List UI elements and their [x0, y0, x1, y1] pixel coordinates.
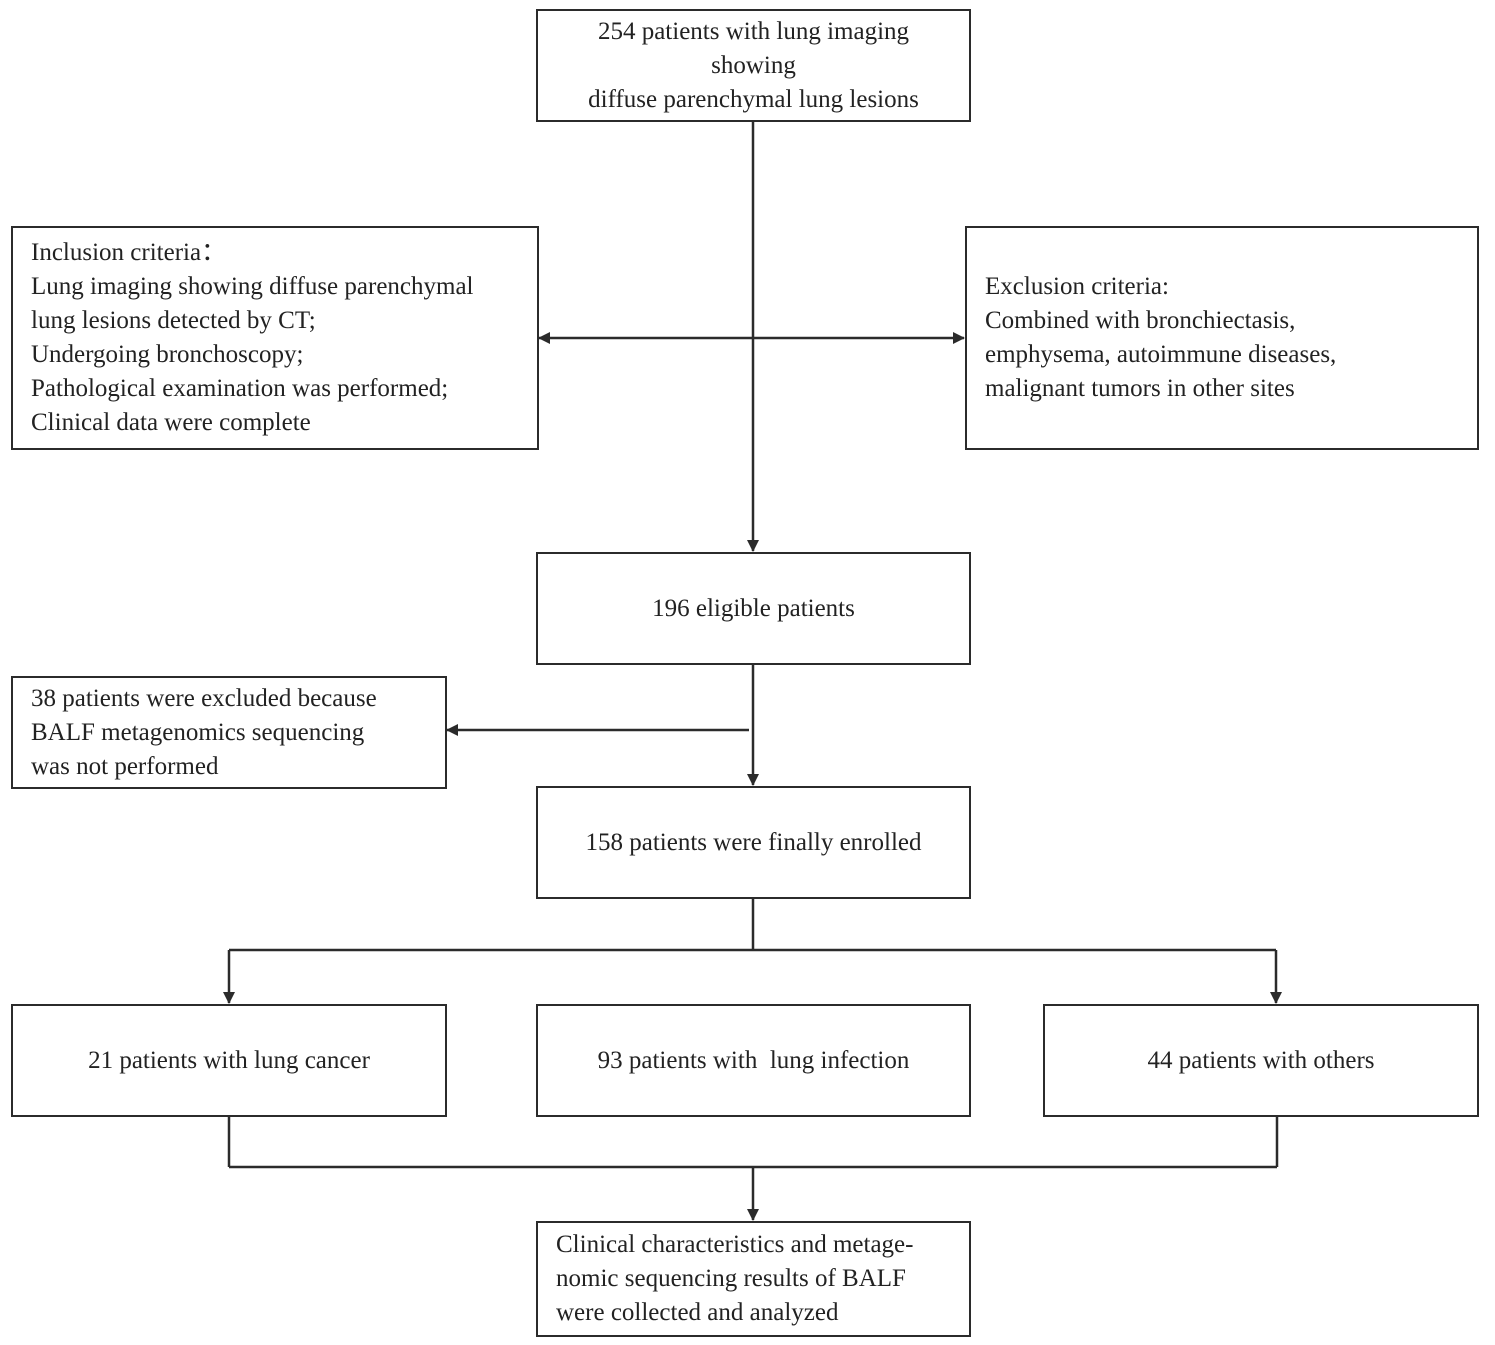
- start-box: 254 patients with lung imaging showing d…: [536, 9, 971, 122]
- exclusion-line-2: Combined with bronchiectasis,: [985, 307, 1296, 334]
- inclusion-criteria-box: Inclusion criteria： Lung imaging showing…: [11, 226, 539, 450]
- enrolled-box: 158 patients were finally enrolled: [536, 786, 971, 899]
- enrolled-line-1: 158 patients were finally enrolled: [585, 828, 922, 856]
- final-analysis-box: Clinical characteristics and metage- nom…: [536, 1221, 971, 1337]
- others-box: 44 patients with others: [1043, 1004, 1479, 1117]
- inclusion-line-3: lung lesions detected by CT;: [31, 307, 316, 334]
- lung-cancer-box: 21 patients with lung cancer: [11, 1004, 447, 1117]
- exclusion-line-3: emphysema, autoimmune diseases,: [985, 341, 1337, 368]
- eligible-line-1: 196 eligible patients: [652, 594, 855, 622]
- inclusion-line-5: Pathological examination was performed;: [31, 375, 449, 402]
- cancer-line-1: 21 patients with lung cancer: [88, 1046, 370, 1074]
- inclusion-line-2: Lung imaging showing diffuse parenchymal: [31, 273, 474, 300]
- excluded-line-2: BALF metagenomics sequencing: [31, 718, 365, 746]
- exclusion-criteria-box: Exclusion criteria: Combined with bronch…: [965, 226, 1479, 450]
- excluded-line-3: was not performed: [31, 752, 219, 780]
- eligible-box: 196 eligible patients: [536, 552, 971, 665]
- inclusion-line-4: Undergoing bronchoscopy;: [31, 341, 304, 368]
- exclusion-line-4: malignant tumors in other sites: [985, 375, 1295, 402]
- exclusion-line-1: Exclusion criteria:: [985, 273, 1169, 300]
- final-line-1: Clinical characteristics and metage-: [556, 1231, 914, 1258]
- infection-line-1: 93 patients with lung infection: [597, 1046, 910, 1074]
- start-line-1: 254 patients with lung imaging: [597, 17, 910, 45]
- excluded-box: 38 patients were excluded because BALF m…: [11, 676, 447, 789]
- lung-infection-box: 93 patients with lung infection: [536, 1004, 971, 1117]
- final-line-2: nomic sequencing results of BALF: [556, 1265, 906, 1292]
- others-line-1: 44 patients with others: [1147, 1046, 1375, 1074]
- excluded-line-1: 38 patients were excluded because: [31, 684, 377, 712]
- inclusion-line-1: Inclusion criteria：: [31, 239, 227, 266]
- inclusion-line-6: Clinical data were complete: [31, 409, 311, 436]
- final-line-3: were collected and analyzed: [556, 1299, 839, 1326]
- start-line-2: showing: [711, 51, 796, 79]
- start-line-3: diffuse parenchymal lung lesions: [588, 85, 919, 113]
